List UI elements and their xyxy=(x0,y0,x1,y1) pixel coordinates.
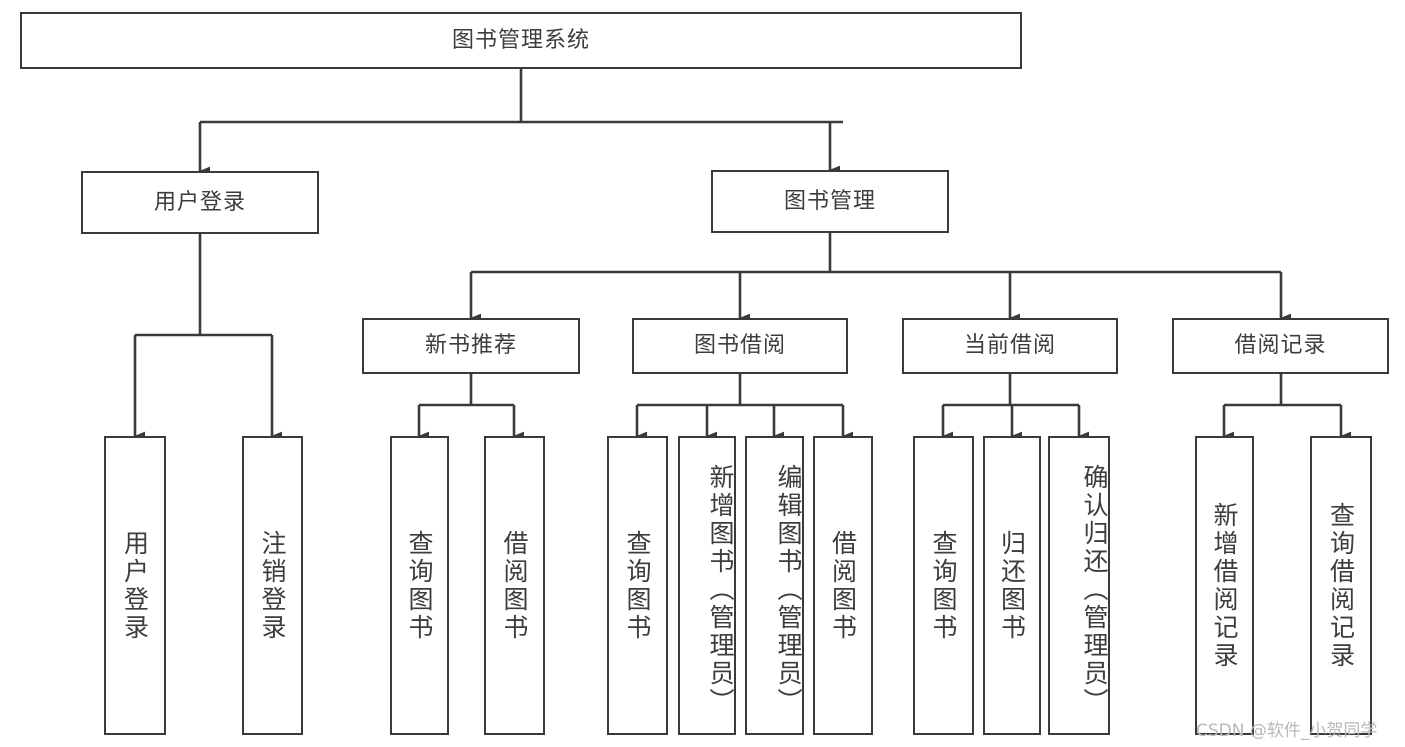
node-current-borrow[interactable]: 当前借阅 xyxy=(902,318,1118,374)
leaf-logout[interactable]: 注销登录 xyxy=(242,436,303,735)
leaf-borrow-book-recommend[interactable]: 借阅图书 xyxy=(484,436,545,735)
node-new-book-recommend[interactable]: 新书推荐 xyxy=(362,318,580,374)
leaf-query-book-recommend[interactable]: 查询图书 xyxy=(390,436,449,735)
leaf-edit-book-admin[interactable]: 编辑图书（管理员） xyxy=(745,436,804,735)
node-user-login[interactable]: 用户登录 xyxy=(81,171,319,234)
leaf-return-book[interactable]: 归还图书 xyxy=(983,436,1041,735)
leaf-query-book-borrow[interactable]: 查询图书 xyxy=(607,436,668,735)
node-book-borrow[interactable]: 图书借阅 xyxy=(632,318,848,374)
leaf-query-book-current[interactable]: 查询图书 xyxy=(913,436,974,735)
node-book-manage[interactable]: 图书管理 xyxy=(711,170,949,233)
leaf-query-borrow-record[interactable]: 查询借阅记录 xyxy=(1310,436,1372,735)
node-borrow-record[interactable]: 借阅记录 xyxy=(1172,318,1389,374)
leaf-add-borrow-record[interactable]: 新增借阅记录 xyxy=(1195,436,1254,735)
leaf-user-login[interactable]: 用户登录 xyxy=(104,436,166,735)
leaf-confirm-return-admin[interactable]: 确认归还（管理员） xyxy=(1048,436,1110,735)
leaf-borrow-book[interactable]: 借阅图书 xyxy=(813,436,873,735)
leaf-add-book-admin[interactable]: 新增图书（管理员） xyxy=(678,436,736,735)
node-root-system[interactable]: 图书管理系统 xyxy=(20,12,1022,69)
